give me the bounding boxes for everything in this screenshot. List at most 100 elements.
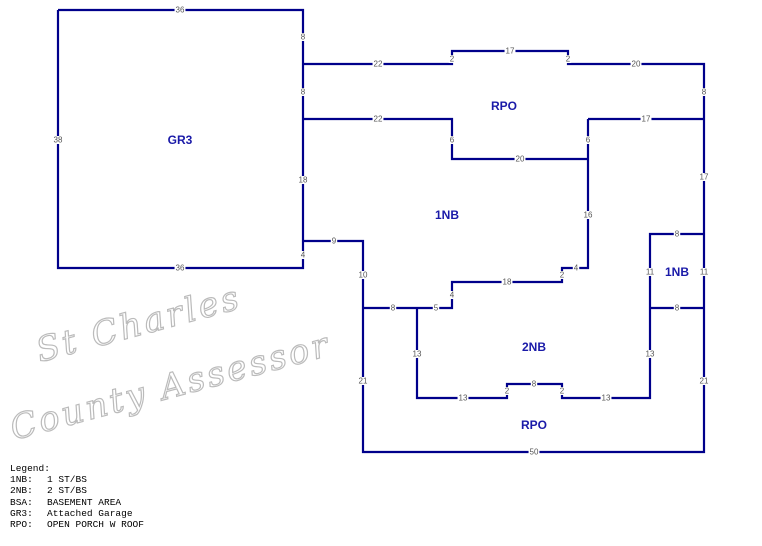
dimension-label-background: [299, 88, 307, 96]
dimension-label: 6: [586, 136, 591, 145]
dimension-label-background: [528, 448, 540, 456]
dimension-label-background: [174, 264, 186, 272]
dimension-label: 2: [560, 387, 565, 396]
dimension-label: 22: [374, 115, 383, 124]
dimension-label-background: [501, 278, 513, 286]
dimension-label-background: [572, 264, 580, 272]
legend-code: RPO:: [10, 519, 33, 531]
dimension-label: 36: [176, 6, 185, 15]
dimension-label: 20: [632, 60, 641, 69]
dimension-label: 8: [532, 380, 537, 389]
dimension-label: 10: [359, 271, 368, 280]
dimension-label: 17: [642, 115, 651, 124]
dimension-label-background: [52, 136, 64, 144]
dimension-label: 4: [574, 264, 579, 273]
legend-item: 2NB: 2 ST/BS: [10, 485, 144, 496]
area-label-rpo-top: RPO: [491, 99, 517, 113]
dimension-label-background: [457, 394, 469, 402]
dimension-label: 11: [700, 268, 709, 277]
dimension-label-background: [558, 387, 566, 395]
dimension-label: 4: [450, 291, 455, 300]
dimension-label: 4: [301, 251, 306, 260]
legend-desc: BASEMENT AREA: [47, 496, 122, 508]
dimension-label: 16: [584, 211, 593, 220]
dimension-label-background: [448, 291, 456, 299]
dimension-label-background: [330, 237, 338, 245]
dimension-label-background: [297, 176, 309, 184]
wall-segment: [415, 232, 704, 400]
legend-code: 2NB:: [10, 485, 33, 497]
dimension-label: 8: [391, 304, 396, 313]
legend-desc: 1 ST/BS: [47, 474, 87, 486]
dimension-label: 6: [450, 136, 455, 145]
dimension-label: 8: [702, 88, 707, 97]
dimension-label-background: [514, 155, 526, 163]
dimension-label-background: [698, 377, 710, 385]
legend-item: BSA: BASEMENT AREA: [10, 497, 144, 508]
dimension-label-background: [432, 304, 440, 312]
area-label-2nb: 2NB: [522, 340, 546, 354]
dimension-label-background: [530, 380, 538, 388]
area-label-gr3: GR3: [168, 133, 193, 147]
dimension-label-background: [564, 55, 572, 63]
wall-segment: [363, 119, 590, 310]
dimension-label: 17: [506, 47, 515, 56]
dimension-label-background: [640, 115, 652, 123]
dimension-label-background: [503, 387, 511, 395]
dimension-label-background: [411, 350, 423, 358]
dimension-label: 8: [675, 230, 680, 239]
area-label-1nb-right: 1NB: [665, 265, 689, 279]
dimension-label: 5: [434, 304, 439, 313]
legend-code: 1NB:: [10, 474, 33, 486]
dimension-label: 21: [359, 377, 368, 386]
dimension-label: 20: [516, 155, 525, 164]
dimension-label-background: [582, 211, 594, 219]
dimension-label-background: [673, 230, 681, 238]
dimension-label: 21: [700, 377, 709, 386]
dimension-label: 13: [646, 350, 655, 359]
dimension-label-background: [700, 88, 708, 96]
wall-segment: [56, 8, 305, 270]
dimension-label-background: [644, 268, 656, 276]
area-label-1nb-main: 1NB: [435, 208, 459, 222]
legend-desc: OPEN PORCH W ROOF: [47, 519, 144, 531]
dimension-label: 2: [566, 55, 571, 64]
dimension-label: 13: [602, 394, 611, 403]
area-labels: GR3 RPO 1NB 1NB 2NB RPO: [168, 99, 690, 432]
dimension-label: 8: [301, 88, 306, 97]
legend-title: Legend:: [10, 463, 50, 474]
dimension-label: 8: [301, 33, 306, 42]
dimension-label: 18: [299, 176, 308, 185]
dimension-label: 13: [413, 350, 422, 359]
dimension-label-background: [584, 136, 592, 144]
dimension-label: 11: [646, 268, 655, 277]
dimension-label: 2: [560, 271, 565, 280]
dimension-label: 38: [54, 136, 63, 145]
legend-desc: Attached Garage: [47, 507, 133, 519]
legend-item: 1NB: 1 ST/BS: [10, 474, 144, 485]
dimension-label: 17: [700, 173, 709, 182]
legend-item: GR3: Attached Garage: [10, 508, 144, 519]
dimension-label-background: [630, 60, 642, 68]
legend-code: BSA:: [10, 496, 33, 508]
dimension-label: 2: [505, 387, 510, 396]
legend-item: RPO: OPEN PORCH W ROOF: [10, 519, 144, 530]
dimension-label-background: [600, 394, 612, 402]
legend-desc: 2 ST/BS: [47, 485, 87, 497]
dimension-label-background: [448, 55, 456, 63]
dimension-label-background: [558, 271, 566, 279]
dimension-label: 8: [675, 304, 680, 313]
dimension-label-background: [504, 47, 516, 55]
dimension-label-background: [673, 304, 681, 312]
dimension-label: 50: [530, 448, 539, 457]
dimension-label-background: [299, 251, 307, 259]
legend: Legend:1NB: 1 ST/BS 2NB: 2 ST/BS BSA: BASEMEN…: [10, 463, 144, 530]
dimension-label: 18: [503, 278, 512, 287]
dimension-label-background: [698, 173, 710, 181]
legend-code: GR3:: [10, 507, 33, 519]
dimension-label-background: [357, 271, 369, 279]
watermark: St Charles County Assessor: [5, 277, 335, 449]
dimension-labels: 3638368818422217220817112122620616174218…: [52, 6, 710, 457]
dimension-label-background: [357, 377, 369, 385]
area-label-rpo-bottom: RPO: [521, 418, 547, 432]
